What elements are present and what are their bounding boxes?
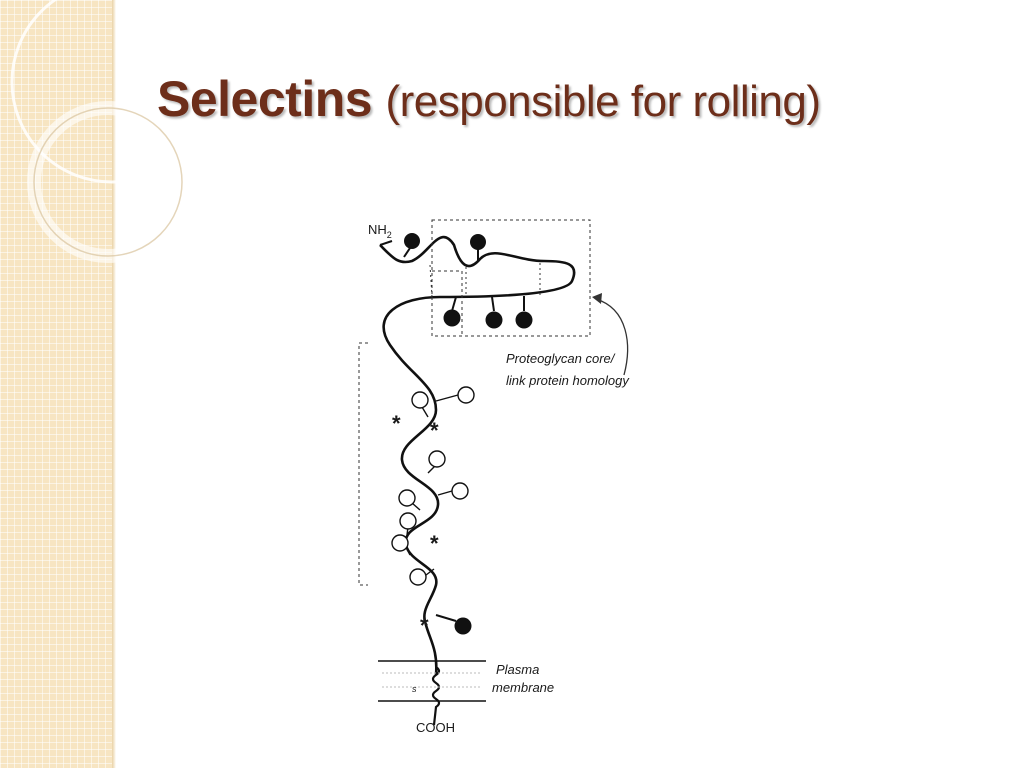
filled-glycan <box>443 309 461 327</box>
glycan-stem <box>435 614 457 622</box>
glycan-stem <box>491 296 495 312</box>
filled-glycan <box>470 234 486 250</box>
transmembrane-coil <box>431 666 441 726</box>
decorative-rings <box>10 0 214 263</box>
star-marker: * <box>430 418 439 443</box>
open-glycan <box>411 391 429 409</box>
membrane-label-line2: membrane <box>492 680 554 695</box>
open-glycan <box>451 482 469 500</box>
star-marker: * <box>430 531 439 556</box>
title-main: Selectins <box>157 71 373 127</box>
selectin-structure-diagram: * * * * NH2 Proteoglycan core/ link prot… <box>358 219 630 735</box>
slide-title: Selectins (responsible for rolling) <box>157 70 821 128</box>
glycan-stem <box>421 406 429 418</box>
open-glycan <box>457 386 475 404</box>
filled-glycan <box>485 311 503 329</box>
core-region-box <box>431 219 591 337</box>
open-glycan <box>398 489 416 507</box>
callout-arrow <box>595 298 629 376</box>
core-label-line2: link protein homology <box>506 373 630 388</box>
filled-glycan <box>454 617 472 635</box>
protein-backbone <box>379 235 576 676</box>
filled-glycan <box>515 311 533 329</box>
side-panel-edge <box>112 0 116 768</box>
open-glycan <box>409 568 427 586</box>
glycan-stem <box>451 296 457 312</box>
title-subtitle: (responsible for rolling) <box>385 77 821 126</box>
glycan-stem <box>425 568 435 576</box>
filled-glycan <box>404 233 420 249</box>
nh2-stub <box>379 240 393 246</box>
star-marker: * <box>392 411 401 436</box>
s-marker: s <box>412 684 417 694</box>
glycan-stem <box>435 394 459 402</box>
disulfide-bond <box>429 264 433 298</box>
membrane-label-line1: Plasma <box>496 662 539 677</box>
star-marker: * <box>420 613 429 638</box>
core-label-line1: Proteoglycan core/ <box>506 351 616 366</box>
nh2-label: NH2 <box>368 222 392 240</box>
open-glycan <box>428 450 446 468</box>
callout-arrowhead <box>592 293 602 304</box>
cooh-label: COOH <box>416 720 455 735</box>
glycan-stem <box>437 490 453 496</box>
open-glycan <box>391 534 409 552</box>
open-glycan <box>399 512 417 530</box>
glycan-stem <box>411 502 421 511</box>
repeat-region-bracket <box>358 342 368 586</box>
